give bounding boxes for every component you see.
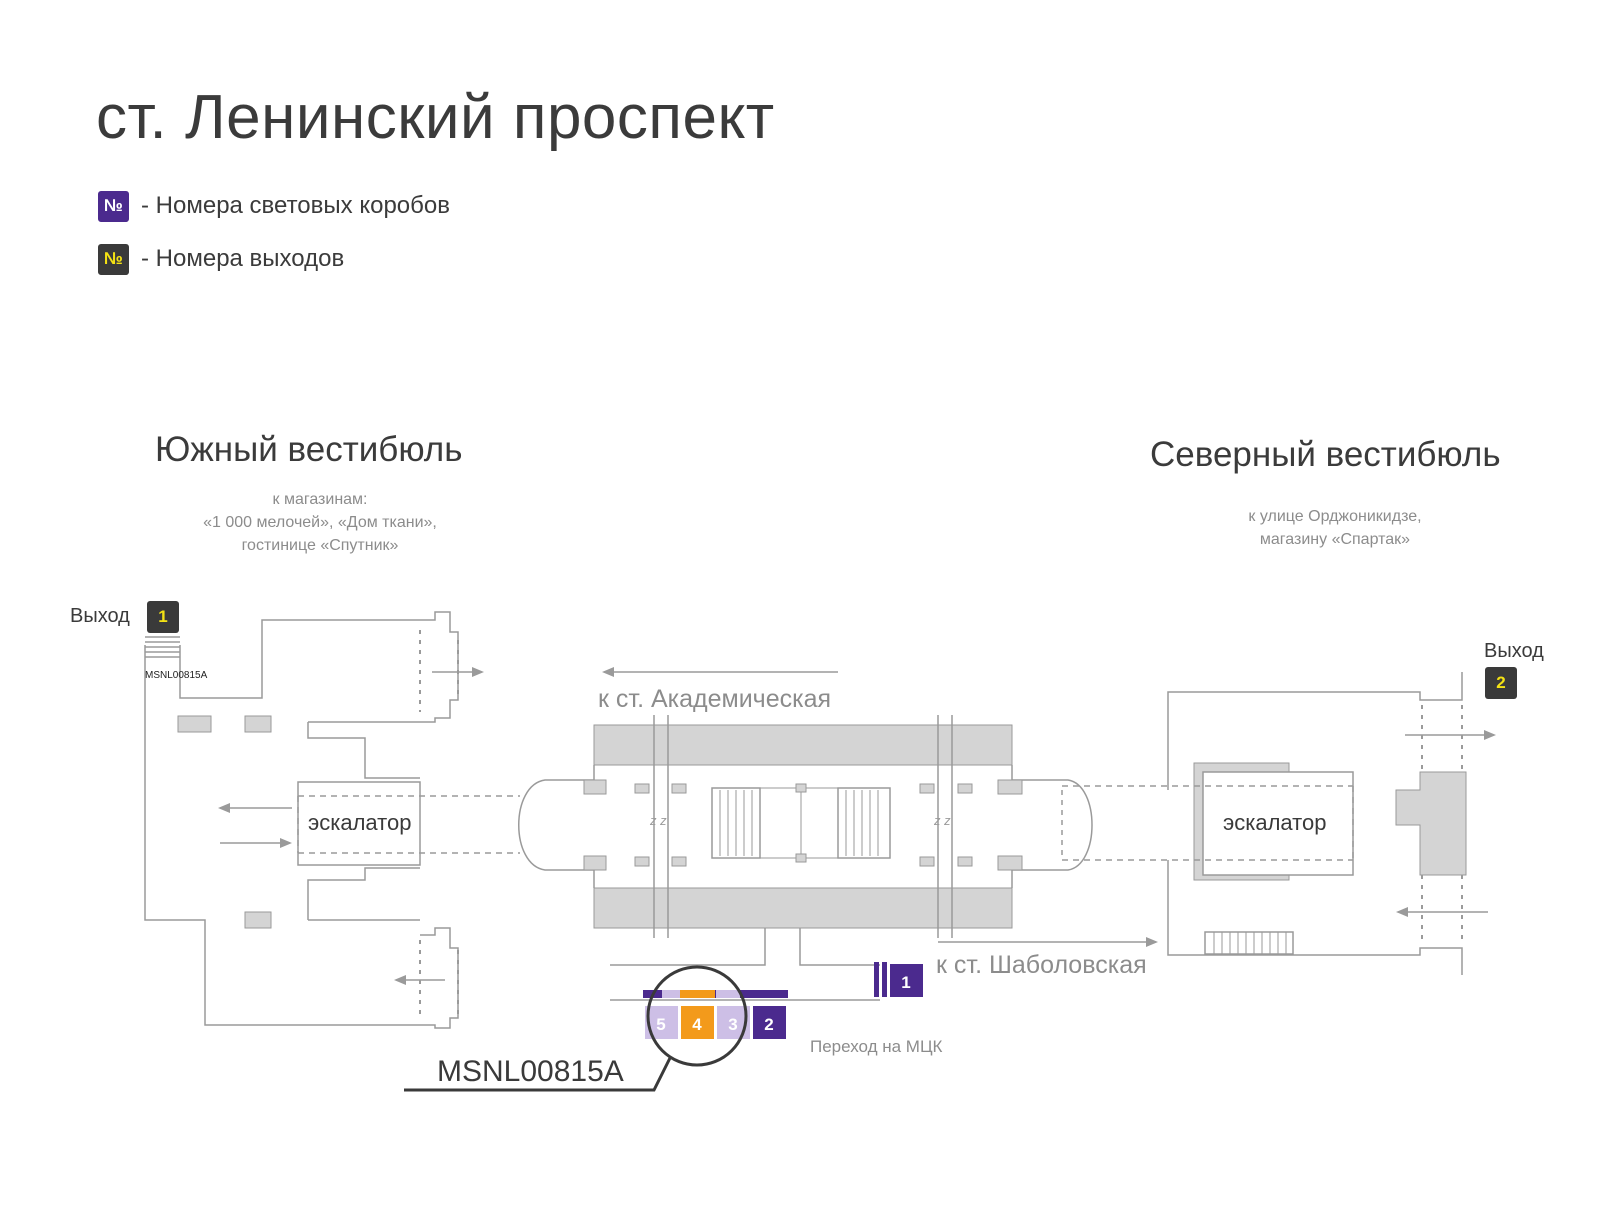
lightbox-2: 2: [753, 1006, 786, 1039]
north-vestibule-subtitle: к улице Орджоникидзе, магазину «Спартак»: [1185, 505, 1485, 551]
lightbox-strip-inactive: [662, 990, 680, 998]
platform-structure: [518, 715, 1093, 938]
svg-text:z z: z z: [933, 813, 951, 828]
north-vestibule-title: Северный вестибюль: [1150, 435, 1501, 474]
exit-2-label: Выход: [1484, 640, 1544, 662]
legend-exit-row: № - Номера выходов: [98, 243, 344, 275]
lightbox-number: 3: [728, 1015, 737, 1034]
exit-1-code: MSNL00815A: [145, 670, 208, 681]
south-vestibule-subtitle: к магазинам: «1 000 мелочей», «Дом ткани…: [160, 488, 480, 557]
lightbox-number: 4: [692, 1015, 702, 1034]
lightbox-4: 4: [681, 1006, 714, 1039]
to-shabolovskaya-label: к ст. Шаболовская: [936, 951, 1147, 979]
legend-lightbox-badge: №: [98, 190, 129, 222]
lightbox-strip: [643, 990, 788, 998]
north-subtitle-line: к улице Орджоникидзе,: [1248, 508, 1422, 525]
callout-code: MSNL00815A: [437, 1055, 624, 1088]
north-subtitle-line: магазину «Спартак»: [1259, 531, 1411, 548]
south-subtitle-line: гостинице «Спутник»: [241, 537, 399, 554]
track-break-symbols: z z z z: [649, 813, 951, 828]
exit-2-badge: 2: [1485, 667, 1517, 699]
south-subtitle-line: к магазинам:: [272, 491, 368, 508]
transfer-exit-badge: 1: [890, 964, 923, 997]
legend-lightbox-row: № - Номера световых коробов: [98, 190, 450, 222]
lightbox-strip-inactive: [716, 990, 740, 998]
south-subtitle-line: «1 000 мелочей», «Дом ткани»,: [203, 514, 437, 531]
north-escalator-label: эскалатор: [1223, 810, 1327, 835]
callout-leader-line: [404, 1057, 672, 1092]
legend-exit-label: - Номера выходов: [141, 245, 345, 272]
transfer-bar: [882, 962, 887, 997]
to-academicheskaya-label: к ст. Академическая: [598, 685, 831, 713]
callout-circle: [646, 965, 748, 1067]
north-side-block: [1395, 771, 1467, 876]
south-escalator-tunnel: [297, 795, 520, 854]
platform-stair-steps: [719, 790, 879, 856]
south-columns: [177, 715, 272, 929]
transfer-mck-label: Переход на МЦК: [810, 1037, 943, 1056]
lightbox-strip-highlight: [680, 990, 715, 998]
transfer-bar: [874, 962, 879, 997]
south-vestibule-title: Южный вестибюль: [155, 430, 463, 469]
transfer-exit-number: 1: [901, 973, 910, 992]
north-escalator-tunnel: [1062, 785, 1354, 861]
north-vestibule-walls: [1167, 672, 1463, 975]
north-escalator-box: [1202, 771, 1354, 876]
north-steps: [1204, 931, 1294, 955]
exit-1-label: Выход: [70, 605, 130, 627]
south-escalator-label: эскалатор: [308, 810, 412, 835]
svg-text:z z: z z: [649, 813, 667, 828]
lightbox-number: 2: [764, 1015, 773, 1034]
page-title: ст. Ленинский проспект: [96, 83, 775, 152]
platform-arrows: [602, 667, 1158, 947]
exit-1-steps: [145, 636, 180, 658]
legend-exit-badge: №: [98, 243, 129, 275]
lightbox-number: 5: [656, 1015, 665, 1034]
north-step-lines: [1213, 932, 1287, 954]
north-flow-arrows: [1396, 730, 1496, 917]
south-vestibule-dashes: [419, 630, 459, 1018]
south-flow-arrows: [218, 667, 484, 985]
transfer-corridor: [610, 928, 880, 1001]
south-vestibule-walls: [144, 611, 459, 1029]
legend-lightbox-label: - Номера световых коробов: [141, 192, 450, 219]
exit-1-badge: 1: [147, 601, 179, 633]
